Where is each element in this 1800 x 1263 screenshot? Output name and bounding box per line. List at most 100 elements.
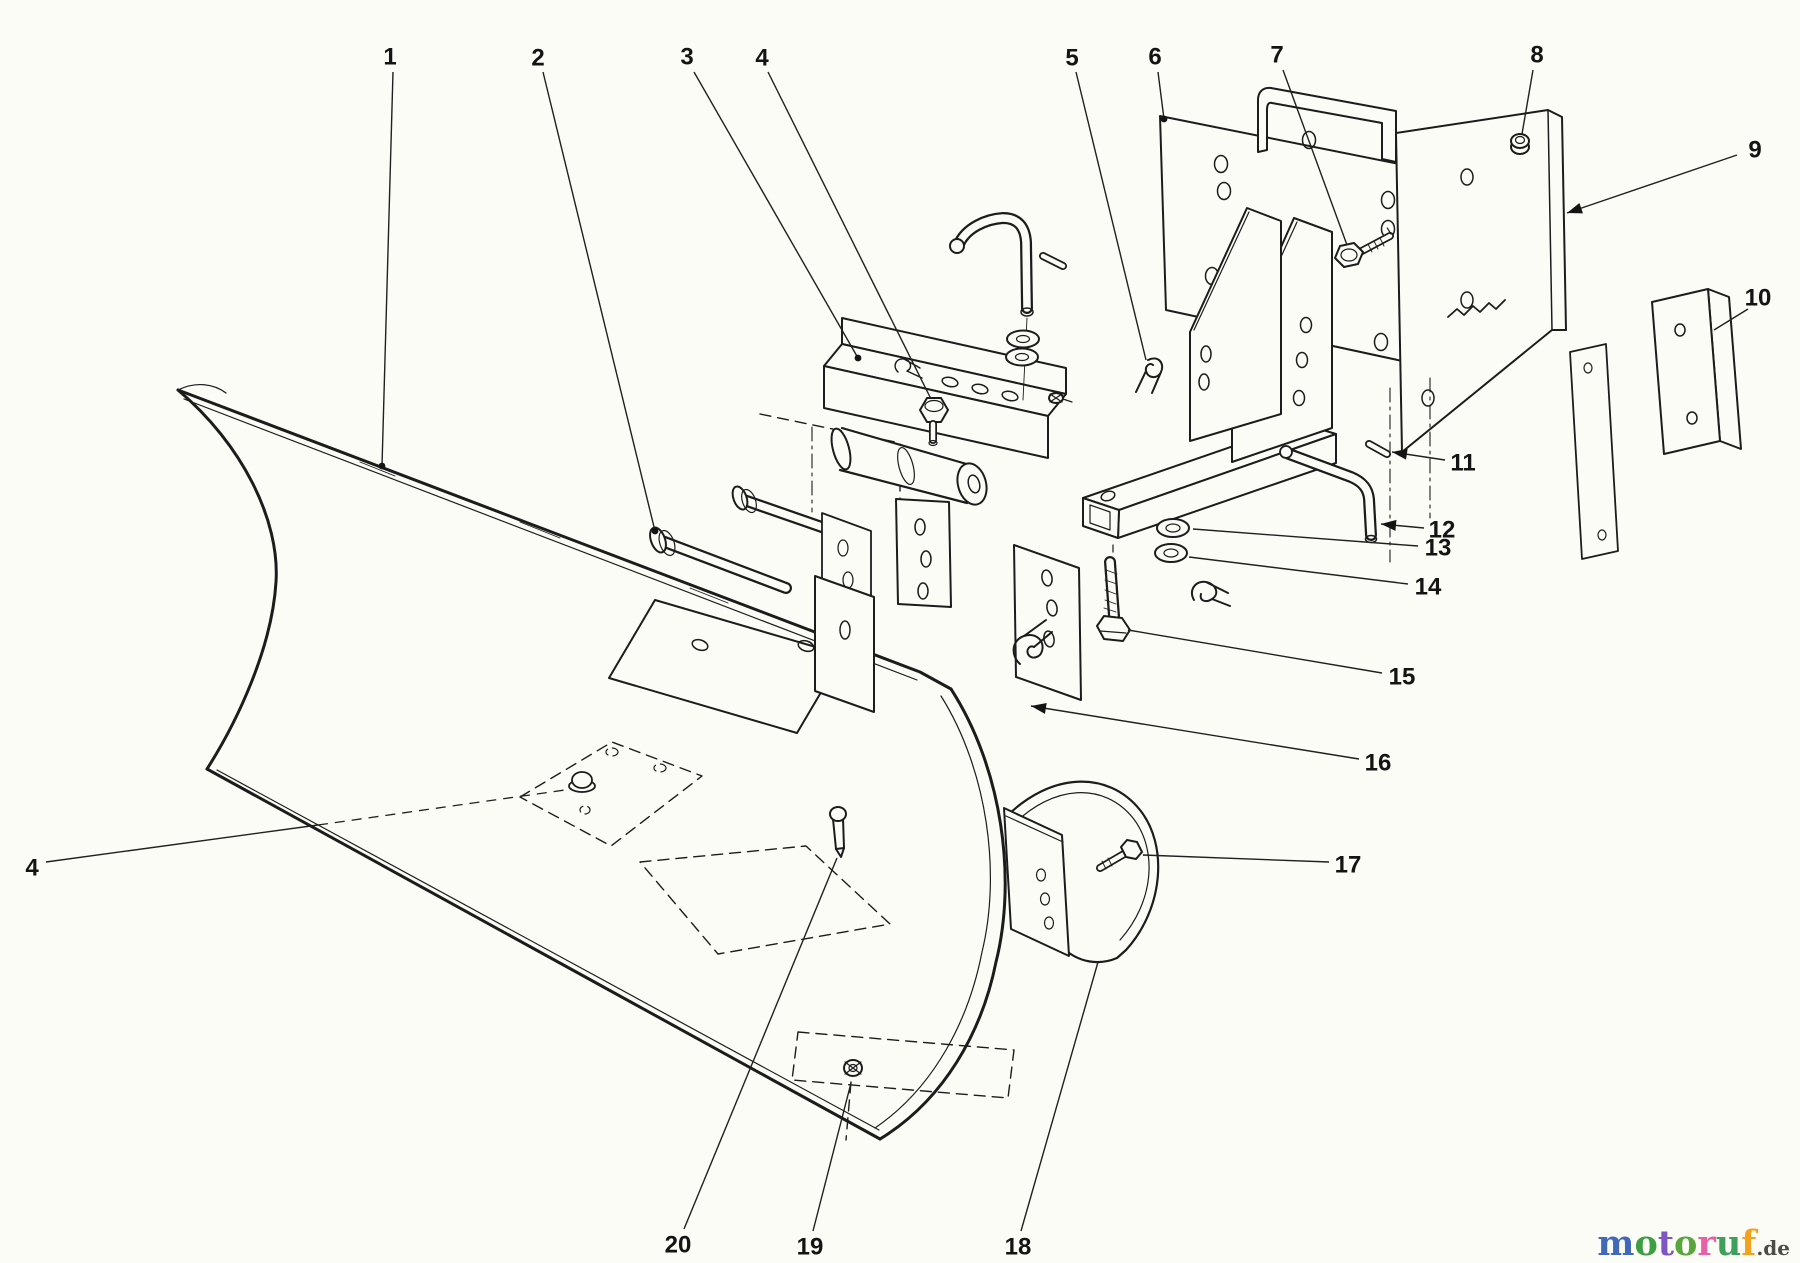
callout-4: 4 — [755, 45, 932, 400]
callout-number: 19 — [797, 1234, 824, 1261]
logo-letter: m — [1597, 1223, 1635, 1263]
hairpin-cotter-icon — [1190, 580, 1231, 607]
roll-pin-11 — [1365, 440, 1391, 458]
channel-bracket — [823, 317, 1073, 459]
hinge-tube — [830, 426, 988, 506]
callout-5: 5 — [1065, 45, 1147, 361]
callout-number: 6 — [1148, 44, 1161, 71]
leader-line — [45, 824, 319, 863]
angle-bracket-10 — [1651, 288, 1742, 455]
carriage-bolt-20 — [829, 806, 847, 858]
callout-number: 20 — [665, 1232, 692, 1259]
callout-number: 8 — [1530, 42, 1543, 69]
logo-letter: u — [1715, 1223, 1742, 1263]
logo-letter: f — [1741, 1223, 1757, 1263]
callout-number: 7 — [1270, 42, 1283, 69]
hex-bolt-7 — [1334, 225, 1394, 268]
hairpin-cotter-5-icon — [1135, 357, 1164, 394]
callout-15: 15 — [1127, 629, 1416, 691]
leader-line — [767, 71, 932, 400]
callout-6: 6 — [1148, 44, 1168, 123]
hex-nut-4 — [919, 397, 949, 447]
logo-letter: o — [1634, 1223, 1658, 1263]
callout-13: 13 — [1192, 528, 1452, 562]
callout-number: 4 — [755, 45, 769, 72]
blade-moldboard — [176, 384, 1007, 1141]
side-strip-plate — [1569, 343, 1619, 560]
hinge-pin-2 — [649, 526, 792, 594]
logo-letter: o — [1674, 1223, 1698, 1263]
hex-bolt-15 — [1096, 556, 1131, 642]
threaded-stud-icon — [1447, 299, 1506, 318]
leader-line — [1157, 71, 1165, 120]
motoruf-logo[interactable]: motoruf.de — [1597, 1226, 1790, 1261]
callout-number: 2 — [531, 45, 544, 72]
callout-number: 10 — [1745, 285, 1772, 312]
carriage-bolt-4 — [568, 771, 596, 793]
leader-line — [683, 857, 838, 1230]
leader-line — [1282, 69, 1348, 246]
flat-washers-13-14 — [1154, 518, 1190, 563]
callout-8: 8 — [1521, 42, 1544, 135]
logo-letter: r — [1697, 1223, 1716, 1263]
handle-washers — [1005, 329, 1040, 367]
callout-number: 9 — [1748, 137, 1761, 164]
callout-number: 13 — [1425, 535, 1452, 562]
pivot-plate-slotted — [895, 498, 952, 608]
callout-7: 7 — [1270, 42, 1348, 246]
leader-line — [1020, 961, 1099, 1232]
callout-11: 11 — [1391, 448, 1476, 477]
leader-line — [1713, 308, 1749, 331]
callout-number: 15 — [1389, 664, 1416, 691]
leader-line — [1566, 154, 1738, 214]
leader-line — [693, 71, 859, 359]
callout-14: 14 — [1188, 556, 1442, 601]
callout-17: 17 — [1142, 852, 1362, 879]
top-channel-bracket — [1257, 86, 1397, 163]
callout-10: 10 — [1713, 285, 1772, 331]
blade-back-plate — [814, 575, 875, 713]
logo-word: motoruf — [1597, 1223, 1756, 1263]
callout-number: 18 — [1005, 1234, 1032, 1261]
leader-line — [1192, 528, 1419, 547]
nut-19 — [843, 1059, 863, 1077]
leader-line — [542, 71, 656, 532]
callout-number: 3 — [680, 44, 693, 71]
gusset-plate-front — [1189, 207, 1282, 442]
callout-number: 1 — [383, 44, 396, 71]
leader-line — [1127, 629, 1383, 674]
logo-suffix: .de — [1756, 1236, 1790, 1260]
callout-19: 19 — [797, 1082, 852, 1261]
back-plate-9 — [1389, 109, 1567, 563]
leader-line — [1521, 69, 1534, 135]
logo-letter: t — [1657, 1223, 1674, 1263]
lift-handle — [949, 212, 1067, 401]
wing-bolt-icon — [1048, 392, 1073, 404]
lift-rod-12 — [1279, 445, 1378, 544]
callout-number: 11 — [1450, 450, 1475, 477]
callout-number: 4 — [25, 855, 39, 882]
lock-nut-8 — [1510, 133, 1530, 155]
callout-3: 3 — [680, 44, 862, 362]
blade-mount-plate — [608, 599, 844, 734]
callout-18: 18 — [1005, 961, 1099, 1261]
callout-4: 4 — [25, 788, 573, 882]
callout-number: 14 — [1415, 574, 1442, 601]
callout-number: 17 — [1335, 852, 1362, 879]
swivel-plate-slotted — [1012, 544, 1082, 701]
leader-line — [381, 71, 394, 467]
skid-shoe-18 — [1003, 780, 1160, 964]
callout-12: 12 — [1380, 517, 1455, 544]
leader-line — [1030, 705, 1360, 760]
callout-20: 20 — [665, 857, 838, 1259]
leader-line — [812, 1082, 852, 1232]
callout-9: 9 — [1566, 137, 1762, 214]
leader-line — [1142, 854, 1330, 863]
callout-2: 2 — [531, 45, 659, 535]
callout-1: 1 — [378, 44, 397, 470]
callout-number: 12 — [1429, 517, 1456, 544]
leader-line — [1188, 556, 1409, 585]
